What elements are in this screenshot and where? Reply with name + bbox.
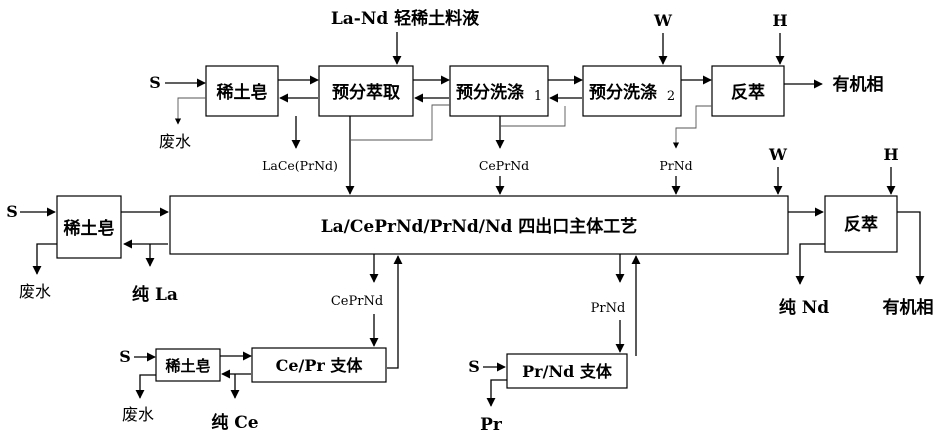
s-bottom-label: S [119,347,131,366]
strip-top-label: 反萃 [731,82,765,103]
feed-label: La-Nd 轻稀土料液 [331,8,479,29]
prnd-branch-label: Pr/Nd 支体 [522,362,613,381]
cepr-branch-label: Ce/Pr 支体 [276,356,364,375]
waste-top-label: 废水 [159,132,191,151]
prnd-top-label: PrNd [659,158,692,173]
w-top-label: W [653,11,673,30]
organic-right-label: 有机相 [883,297,934,318]
pure-la-label: 纯 La [132,284,178,305]
pure-ce-label: 纯 Ce [211,412,258,433]
strip-right-label: 反萃 [844,214,878,235]
pr-label: Pr [480,415,503,435]
lace-label: LaCe(PrNd) [262,158,338,173]
soap-bottom-label: 稀土皂 [165,357,210,375]
h-mid-label: H [883,145,898,164]
ceprnd-mid-label: CePrNd [331,294,383,309]
soap-left-label: 稀土皂 [64,218,115,239]
waste-top-arrow [178,98,206,124]
cepr-return-arrow [387,256,398,368]
s-top-label: S [149,73,161,92]
s-prnd-label: S [468,357,480,376]
prnd-mid-label: PrNd [591,301,626,316]
h-top-label: H [772,11,787,30]
pure-nd-label: 纯 Nd [779,297,829,318]
organic-right-arrow [897,212,920,284]
pre-wash1-label: 预分洗涤 [456,82,524,103]
pre-extract-label: 预分萃取 [332,82,400,103]
soap-top-label: 稀土皂 [217,82,268,103]
waste-bottom-label: 废水 [122,405,154,424]
main-process-label: La/CePrNd/PrNd/Nd 四出口主体工艺 [321,216,638,237]
w-mid-label: W [768,145,788,164]
pure-nd-arrow [800,244,825,284]
waste-bottom-arrow [140,375,156,398]
ceprnd-top-label: CePrNd [479,158,529,173]
pre-wash2-label: 预分洗涤 [589,82,657,103]
s-left-label: S [6,202,18,221]
pre-wash2-number: 2 [667,89,675,104]
waste-left-arrow [37,244,57,274]
waste-left-label: 废水 [19,282,51,301]
organic-top-label: 有机相 [833,74,884,95]
pr-arrow [491,380,507,406]
pre-wash1-number: 1 [534,89,542,104]
